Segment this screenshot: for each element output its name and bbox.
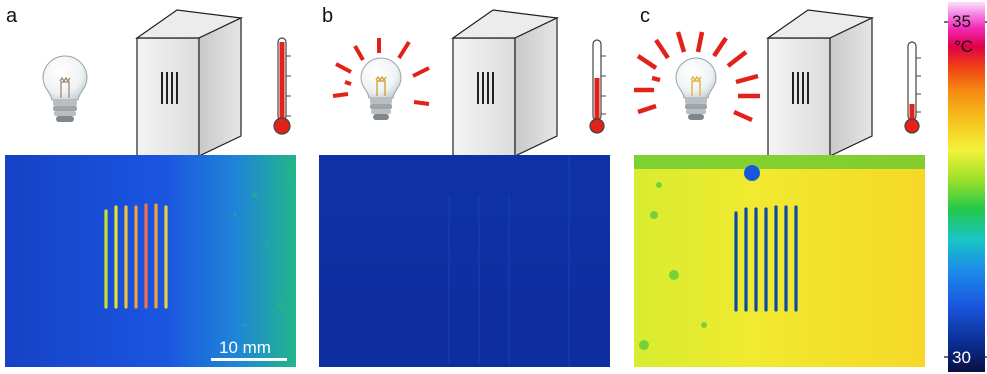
panel-label-a: a: [6, 5, 18, 27]
illustration-layer: [42, 9, 921, 157]
thermometer-icon: [273, 37, 291, 135]
bulb-icon-off: [42, 55, 88, 122]
device-box-icon: [766, 9, 875, 157]
thermometer-icon: [904, 41, 921, 134]
scale-bar: [211, 358, 287, 361]
colorbar-unit-label: °C: [954, 37, 974, 56]
device-box-icon: [135, 9, 244, 157]
scale-bar-label: 10 mm: [219, 338, 271, 357]
panel-label-c: c: [640, 5, 650, 27]
thermal-image-c: [634, 155, 925, 367]
panel-label-b: b: [322, 5, 334, 27]
thermal-image-a: [5, 155, 296, 367]
colorbar: [944, 2, 987, 372]
colorbar-min-label: 30: [952, 348, 971, 367]
bulb-icon-on: [332, 38, 430, 120]
bulb-icon-bright: [634, 31, 760, 123]
thermometer-icon: [589, 39, 606, 134]
thermal-image-b: [319, 155, 610, 367]
colorbar-max-label: 35: [952, 12, 971, 31]
device-box-icon: [451, 9, 560, 157]
